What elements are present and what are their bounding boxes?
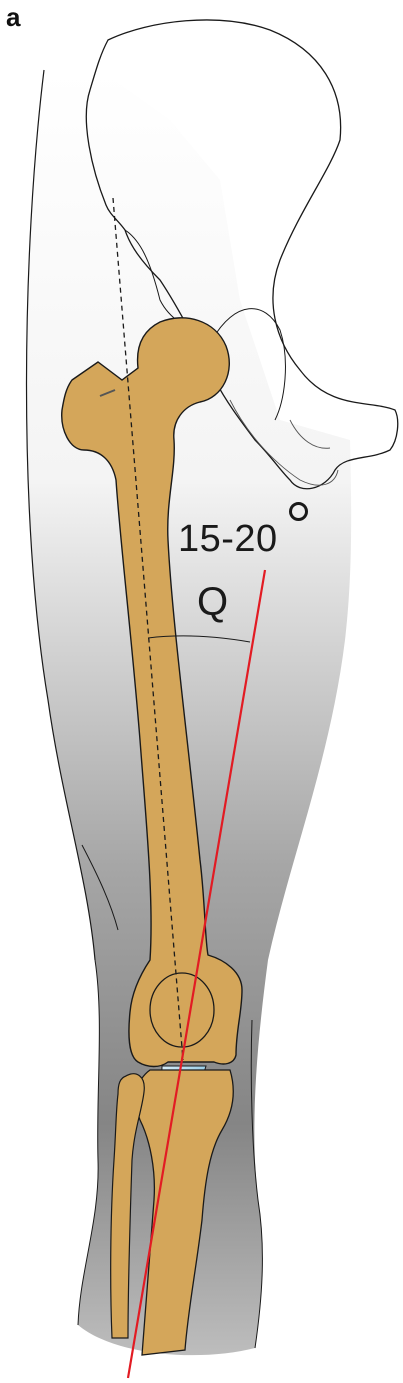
fibula (110, 1073, 145, 1339)
trochanter-mark (99, 389, 116, 397)
angle-range-label: 15-20 (178, 518, 278, 560)
degree-symbol (289, 502, 308, 521)
patella (149, 972, 215, 1048)
pubic-contour (289, 419, 331, 449)
q-angle-arc (147, 635, 251, 643)
q-angle-label: Q (197, 580, 229, 624)
femur (61, 317, 243, 1068)
acetabulum-rim (211, 308, 286, 421)
panel-label: a (6, 2, 21, 32)
knee-fold-left (81, 844, 119, 931)
leg-outline-left (25, 69, 96, 961)
calf-outline-right (250, 1019, 263, 1349)
pelvis-outline (85, 19, 399, 490)
obturator-contour (229, 399, 339, 486)
tibia (135, 1069, 234, 1356)
quadriceps-line (126, 569, 267, 1379)
femoral-axis-dashed (112, 197, 184, 1061)
calf-outline-left (77, 959, 100, 1326)
